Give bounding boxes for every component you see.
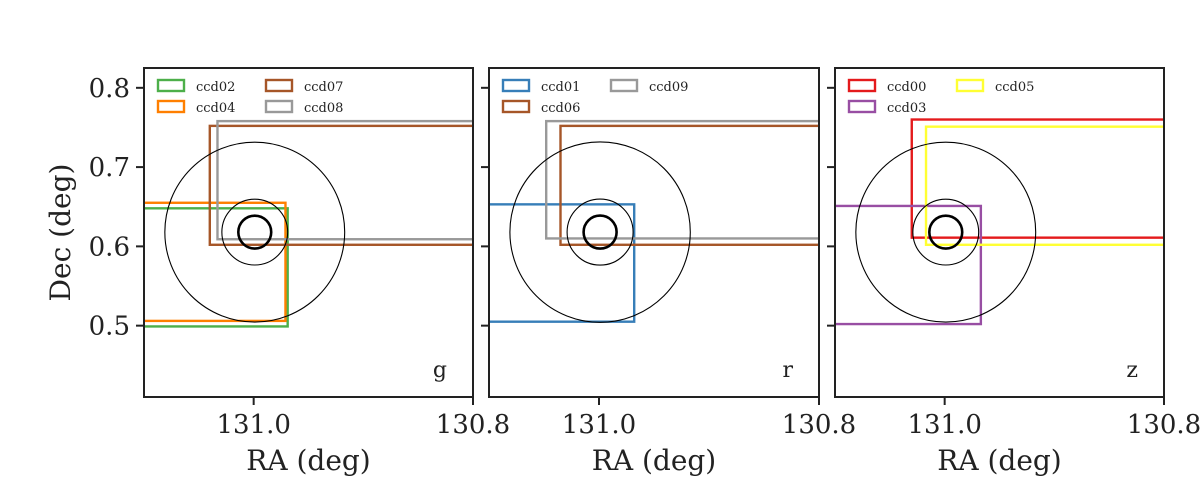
legend-swatch-ccd01	[501, 78, 531, 93]
target-circle	[221, 198, 289, 266]
panel-z: 131.0 130.8 RA (deg) z ccd00 ccd03 ccd05	[827, 67, 1200, 477]
legend-swatch-ccd06	[501, 99, 531, 114]
target-circle	[566, 198, 634, 266]
legend-label-ccd03: ccd03	[887, 101, 926, 116]
x-tick-label: 131.0	[216, 410, 290, 440]
legend: ccd00 ccd03 ccd05	[847, 78, 1034, 116]
y-axis-label: Dec (deg)	[44, 164, 77, 302]
ccd-rect-ccd02	[144, 207, 289, 328]
legend-swatch-ccd04	[156, 99, 186, 114]
target-circle	[582, 214, 618, 250]
band-label: z	[1126, 358, 1138, 383]
target-circle	[237, 214, 273, 250]
legend: ccd02 ccd04 ccd07 ccd08	[156, 78, 343, 116]
legend-label-ccd01: ccd01	[541, 80, 580, 95]
y-tick-label: 0.7	[89, 153, 130, 183]
ccd-rect-ccd09	[545, 119, 819, 240]
legend: ccd01 ccd06 ccd09	[501, 78, 688, 116]
y-tick-label: 0.6	[89, 232, 130, 262]
band-label: g	[433, 358, 447, 383]
target-circle	[928, 214, 964, 250]
target-circle	[855, 141, 1037, 323]
legend-label-ccd05: ccd05	[995, 80, 1034, 95]
x-tick-label: 131.0	[562, 410, 636, 440]
target-circle	[164, 141, 346, 323]
x-tick-label: 130.8	[1127, 410, 1200, 440]
y-tick-label: 0.5	[89, 312, 130, 342]
x-tick-label: 131.0	[907, 410, 981, 440]
legend-label-ccd08: ccd08	[304, 101, 343, 116]
band-label: r	[782, 358, 793, 383]
ccd-rect-ccd04	[144, 201, 287, 323]
x-axis-label: RA (deg)	[937, 444, 1061, 477]
legend-label-ccd06: ccd06	[541, 101, 580, 116]
target-circle	[912, 198, 980, 266]
legend-label-ccd09: ccd09	[649, 80, 688, 95]
legend-swatch-ccd02	[156, 78, 186, 93]
plot-area	[489, 119, 819, 323]
legend-swatch-ccd09	[609, 78, 639, 93]
legend-label-ccd04: ccd04	[196, 101, 235, 116]
legend-label-ccd00: ccd00	[887, 80, 926, 95]
ccd-rect-ccd03	[835, 204, 983, 326]
y-tick-label: 0.8	[89, 74, 130, 104]
plot-area	[835, 118, 1164, 326]
legend-swatch-ccd05	[955, 78, 985, 93]
panel-g: 131.0 130.8 0.8 0.7 0.6 0.5 RA (deg) Dec (deg) g…	[44, 67, 510, 477]
ccd-rect-ccd00	[910, 118, 1164, 239]
legend-swatch-ccd07	[264, 78, 294, 93]
plot-area	[144, 119, 473, 328]
legend-label-ccd07: ccd07	[304, 80, 343, 95]
legend-label-ccd02: ccd02	[196, 80, 235, 95]
x-tick-label: 130.8	[436, 410, 510, 440]
ccd-rect-ccd07	[208, 124, 473, 246]
x-tick-label: 130.8	[782, 410, 856, 440]
ccd-rect-ccd05	[924, 125, 1164, 246]
panel-frame	[488, 67, 820, 398]
legend-swatch-ccd08	[264, 99, 294, 114]
panel-r: 131.0 130.8 RA (deg) r ccd01 ccd06 ccd09	[481, 67, 856, 477]
panel-frame	[143, 67, 474, 398]
ccd-rect-ccd01	[489, 203, 636, 323]
target-circle	[509, 141, 691, 323]
legend-swatch-ccd03	[847, 99, 877, 114]
panel-frame	[834, 67, 1165, 398]
legend-swatch-ccd00	[847, 78, 877, 93]
x-axis-label: RA (deg)	[246, 444, 370, 477]
ccd-rect-ccd06	[559, 124, 819, 246]
x-axis-label: RA (deg)	[592, 444, 716, 477]
ccd-rect-ccd08	[216, 119, 473, 241]
